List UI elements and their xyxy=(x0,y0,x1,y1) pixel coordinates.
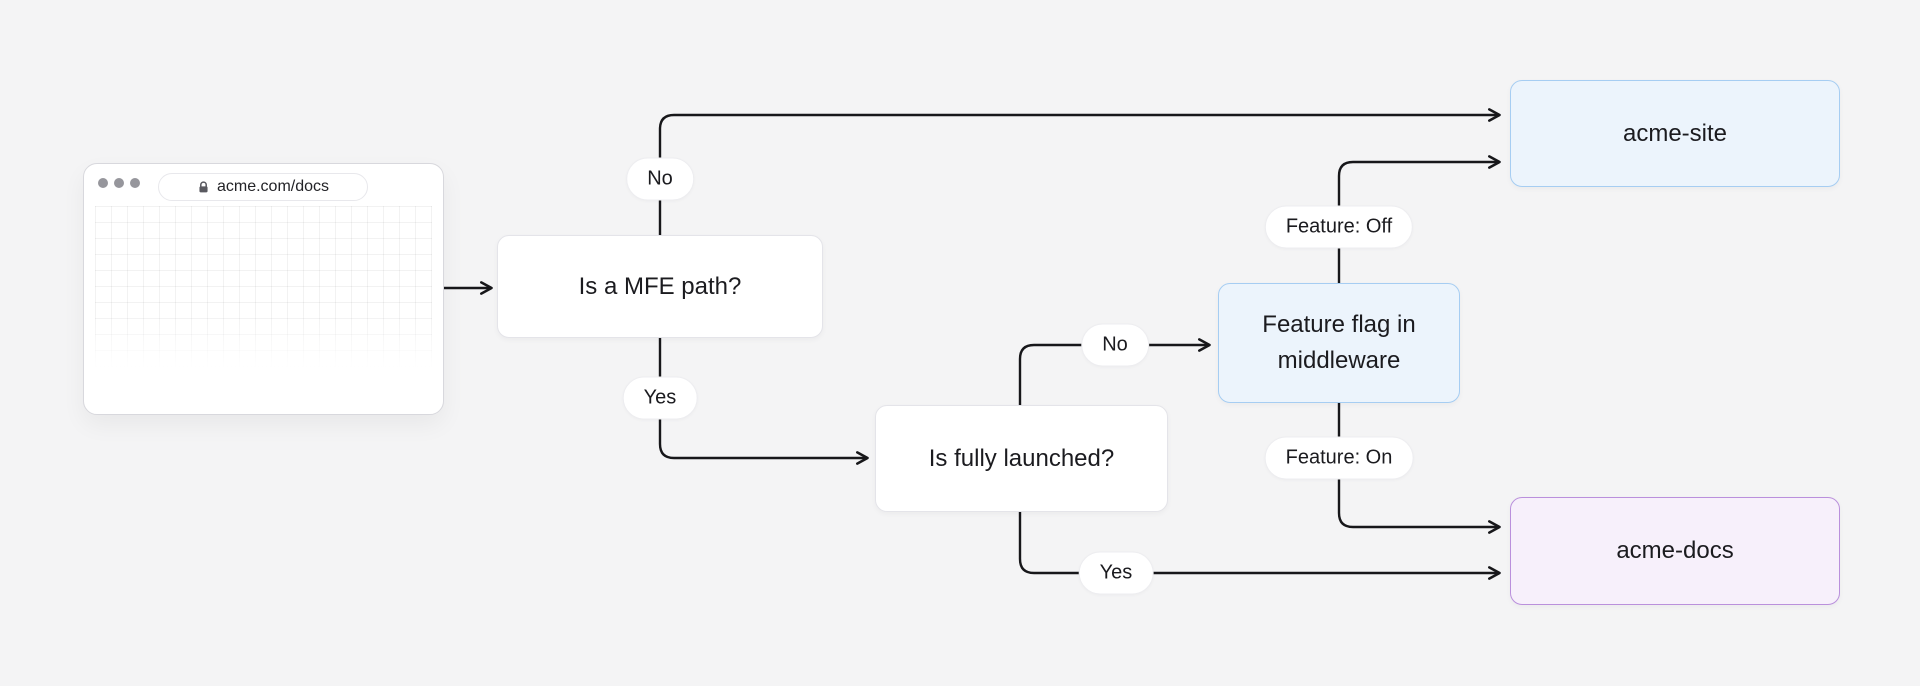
browser-window: acme.com/docs xyxy=(83,163,444,415)
edge-launched-yes-to-acme-docs xyxy=(1018,512,1501,580)
window-dot xyxy=(130,178,140,188)
node-fully-launched-question: Is fully launched? xyxy=(875,405,1168,512)
node-feature-flag-middleware: Feature flag in middleware xyxy=(1218,283,1460,403)
edge-label-no: No xyxy=(1081,323,1149,367)
edge-label-yes: Yes xyxy=(1078,551,1154,595)
node-acme-site: acme-site xyxy=(1510,80,1840,187)
edge-feature-off-to-acme-site xyxy=(1337,155,1501,283)
edge-label-yes: Yes xyxy=(622,376,698,420)
node-acme-docs: acme-docs xyxy=(1510,497,1840,605)
node-mfe-question: Is a MFE path? xyxy=(497,235,823,338)
window-dot xyxy=(114,178,124,188)
url-text: acme.com/docs xyxy=(216,178,330,195)
edge-label-feature-on: Feature: On xyxy=(1264,436,1414,480)
lock-icon xyxy=(199,180,208,192)
edge-mfe-no-to-acme-site xyxy=(658,108,1501,235)
window-dot xyxy=(98,178,108,188)
edge-feature-on-to-acme-docs xyxy=(1337,403,1501,534)
edge-mfe-yes-to-launched xyxy=(658,338,869,465)
edge-launched-no-to-middleware xyxy=(1018,338,1211,405)
edge-label-feature-off: Feature: Off xyxy=(1264,205,1414,249)
grid-fade xyxy=(95,314,432,374)
window-dots xyxy=(98,178,140,188)
edge-label-no: No xyxy=(626,157,694,201)
url-bar: acme.com/docs xyxy=(158,173,368,201)
